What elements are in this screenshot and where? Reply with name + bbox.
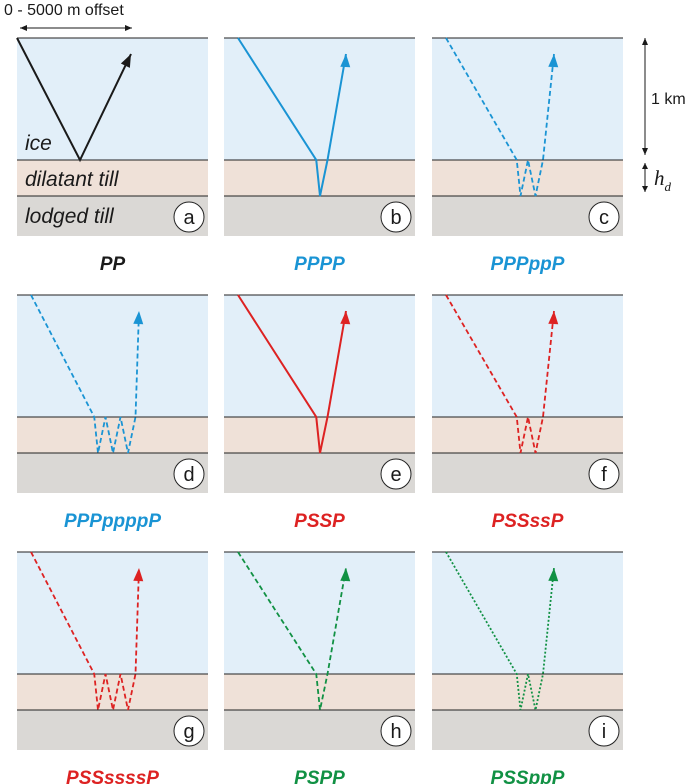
offset-label: 0 - 5000 m offset xyxy=(4,2,124,19)
ray-path xyxy=(445,551,555,711)
panel-letter-badge xyxy=(588,458,620,490)
hd-down-arrow-icon xyxy=(642,186,648,192)
panel-caption: PPPppppP xyxy=(64,511,161,532)
panel-caption: PPPP xyxy=(294,254,345,275)
panel-letter-badge xyxy=(173,715,205,747)
panel-letter: b xyxy=(390,207,401,229)
ray-arrowhead-icon xyxy=(548,54,559,68)
hd-subscript: d xyxy=(665,179,672,194)
panel-caption: PSSP xyxy=(294,511,345,532)
ray-arrowhead-icon xyxy=(133,568,144,582)
hd-up-arrow-icon xyxy=(642,163,648,169)
panel-caption: PSSssP xyxy=(492,511,564,532)
ray-arrowhead-icon xyxy=(548,311,559,325)
panel-caption: PPPppP xyxy=(491,254,565,275)
ray-path xyxy=(30,551,140,711)
panel-letter: h xyxy=(390,721,401,743)
ray-path xyxy=(30,294,140,454)
panel-letter-badge xyxy=(173,201,205,233)
panel-letter: i xyxy=(602,721,606,743)
panel-caption: PSPP xyxy=(294,768,345,784)
panel-letter-badge xyxy=(173,458,205,490)
ice-label: ice xyxy=(25,132,52,155)
ice-layer xyxy=(224,552,415,674)
panel-caption: PSSssssP xyxy=(66,768,159,784)
ray-path xyxy=(237,37,347,197)
panel-letter: g xyxy=(183,721,194,743)
panel-a: aPP ice dilatant till lodged till xyxy=(16,37,208,275)
hd-main: h xyxy=(654,166,665,190)
hd-scale: hd xyxy=(642,163,672,194)
ray-arrowhead-icon xyxy=(120,54,131,68)
offset-left-arrow-icon xyxy=(20,25,27,31)
panel-caption: PSSppP xyxy=(491,768,565,784)
thickness-up-arrow-icon xyxy=(642,38,648,45)
offset-right-arrow-icon xyxy=(125,25,132,31)
lodged-till-label: lodged till xyxy=(25,205,115,228)
ray-path xyxy=(16,37,132,163)
ice-layer xyxy=(17,552,208,674)
thickness-scale: 1 km xyxy=(642,38,686,155)
panel-letter: d xyxy=(183,464,194,486)
ice-layer xyxy=(432,295,623,417)
panel-letter-badge xyxy=(380,715,412,747)
thickness-down-arrow-icon xyxy=(642,148,648,155)
ray-path xyxy=(237,294,347,454)
panel-letter: c xyxy=(599,207,609,229)
panel-letter-badge xyxy=(380,458,412,490)
ray-arrowhead-icon xyxy=(340,54,351,68)
hd-label: hd xyxy=(654,166,672,194)
dilatant-till-layer xyxy=(224,674,415,710)
ice-layer xyxy=(224,38,415,160)
ice-layer xyxy=(17,295,208,417)
panel-letter: a xyxy=(183,207,195,229)
panel-letter-badge xyxy=(380,201,412,233)
ice-layer xyxy=(432,552,623,674)
ray-arrowhead-icon xyxy=(340,311,351,325)
panel-caption: PP xyxy=(100,254,126,275)
ray-path xyxy=(237,551,347,711)
panel-letter: f xyxy=(601,464,607,486)
ray-arrowhead-icon xyxy=(548,568,559,582)
ray-arrowhead-icon xyxy=(340,568,351,582)
panel-letter-badge xyxy=(588,201,620,233)
panel-letter: e xyxy=(390,464,401,486)
dilatant-till-label: dilatant till xyxy=(25,168,120,191)
ice-layer xyxy=(432,38,623,160)
offset-scale: 0 - 5000 m offset xyxy=(4,2,132,31)
panel-letter-badge xyxy=(588,715,620,747)
ice-layer xyxy=(224,295,415,417)
dilatant-till-layer xyxy=(17,160,208,196)
ray-arrowhead-icon xyxy=(133,311,144,325)
thickness-label: 1 km xyxy=(651,91,686,108)
